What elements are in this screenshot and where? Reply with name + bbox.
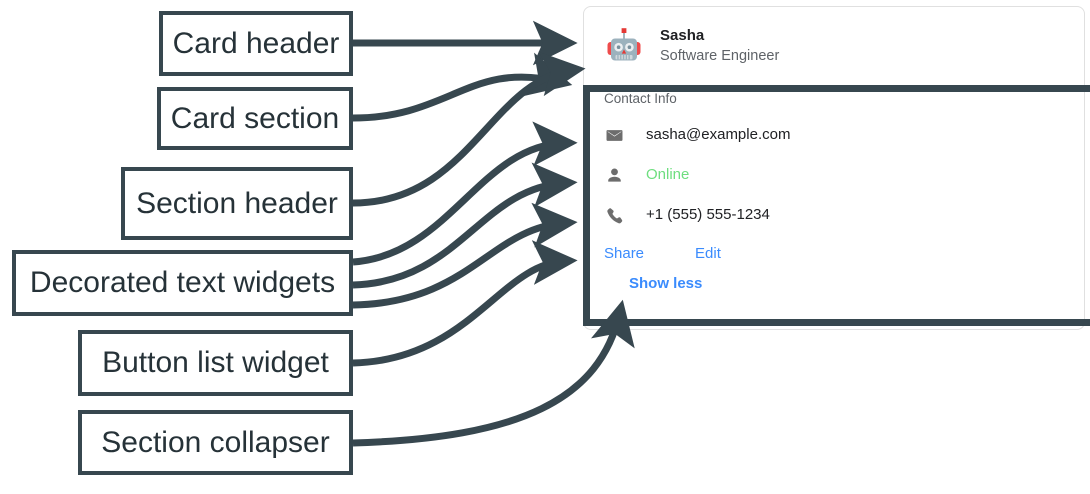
callout-card-header: Card header [159, 11, 353, 76]
section-collapser-button[interactable]: Show less [629, 275, 703, 292]
decorated-text-email: sasha@example.com [646, 126, 791, 143]
robot-avatar-icon [602, 25, 646, 69]
card-header-subtitle: Software Engineer [660, 48, 780, 64]
callout-section-header: Section header [121, 167, 353, 240]
decorated-text-row-phone: +1 (555) 555-1234 [604, 204, 1084, 226]
callout-decorated-text-widgets-label: Decorated text widgets [29, 266, 336, 299]
callout-section-collapser: Section collapser [78, 410, 353, 475]
decorated-text-row-status: Online [604, 164, 1084, 186]
section-header: Contact Info [604, 91, 677, 106]
callout-button-list-widget: Button list widget [78, 330, 353, 396]
decorated-text-status: Online [646, 166, 690, 183]
arrow-decorated-phone [352, 202, 578, 309]
arrow-section-collapser [352, 299, 635, 447]
button-list-widget: Share Edit [604, 244, 1084, 264]
card-header-title: Sasha [660, 27, 705, 44]
card-header: Sasha Software Engineer [584, 7, 1084, 75]
decorated-text-row-email: sasha@example.com [604, 124, 1084, 146]
arrow-section-header [352, 51, 586, 207]
edit-button[interactable]: Edit [695, 245, 721, 262]
callout-section-collapser-label: Section collapser [101, 425, 330, 459]
email-icon [604, 125, 624, 145]
callout-card-section: Card section [157, 87, 353, 150]
share-button[interactable]: Share [604, 245, 645, 262]
arrow-card-section [352, 52, 573, 122]
callout-card-section-label: Card section [170, 101, 340, 135]
arrow-decorated-status [352, 162, 578, 289]
callout-section-header-label: Section header [136, 186, 338, 220]
arrow-button-list [352, 240, 578, 367]
decorated-text-phone: +1 (555) 555-1234 [646, 206, 770, 223]
person-icon [604, 165, 624, 185]
profile-card: Sasha Software Engineer Contact Info sas… [583, 6, 1085, 330]
callout-card-header-label: Card header [172, 26, 340, 60]
callout-button-list-widget-label: Button list widget [102, 346, 329, 379]
card-section: Contact Info sasha@example.com [584, 75, 1084, 294]
phone-icon [604, 205, 624, 225]
callout-decorated-text-widgets: Decorated text widgets [12, 250, 353, 316]
arrow-decorated-email [352, 121, 578, 266]
